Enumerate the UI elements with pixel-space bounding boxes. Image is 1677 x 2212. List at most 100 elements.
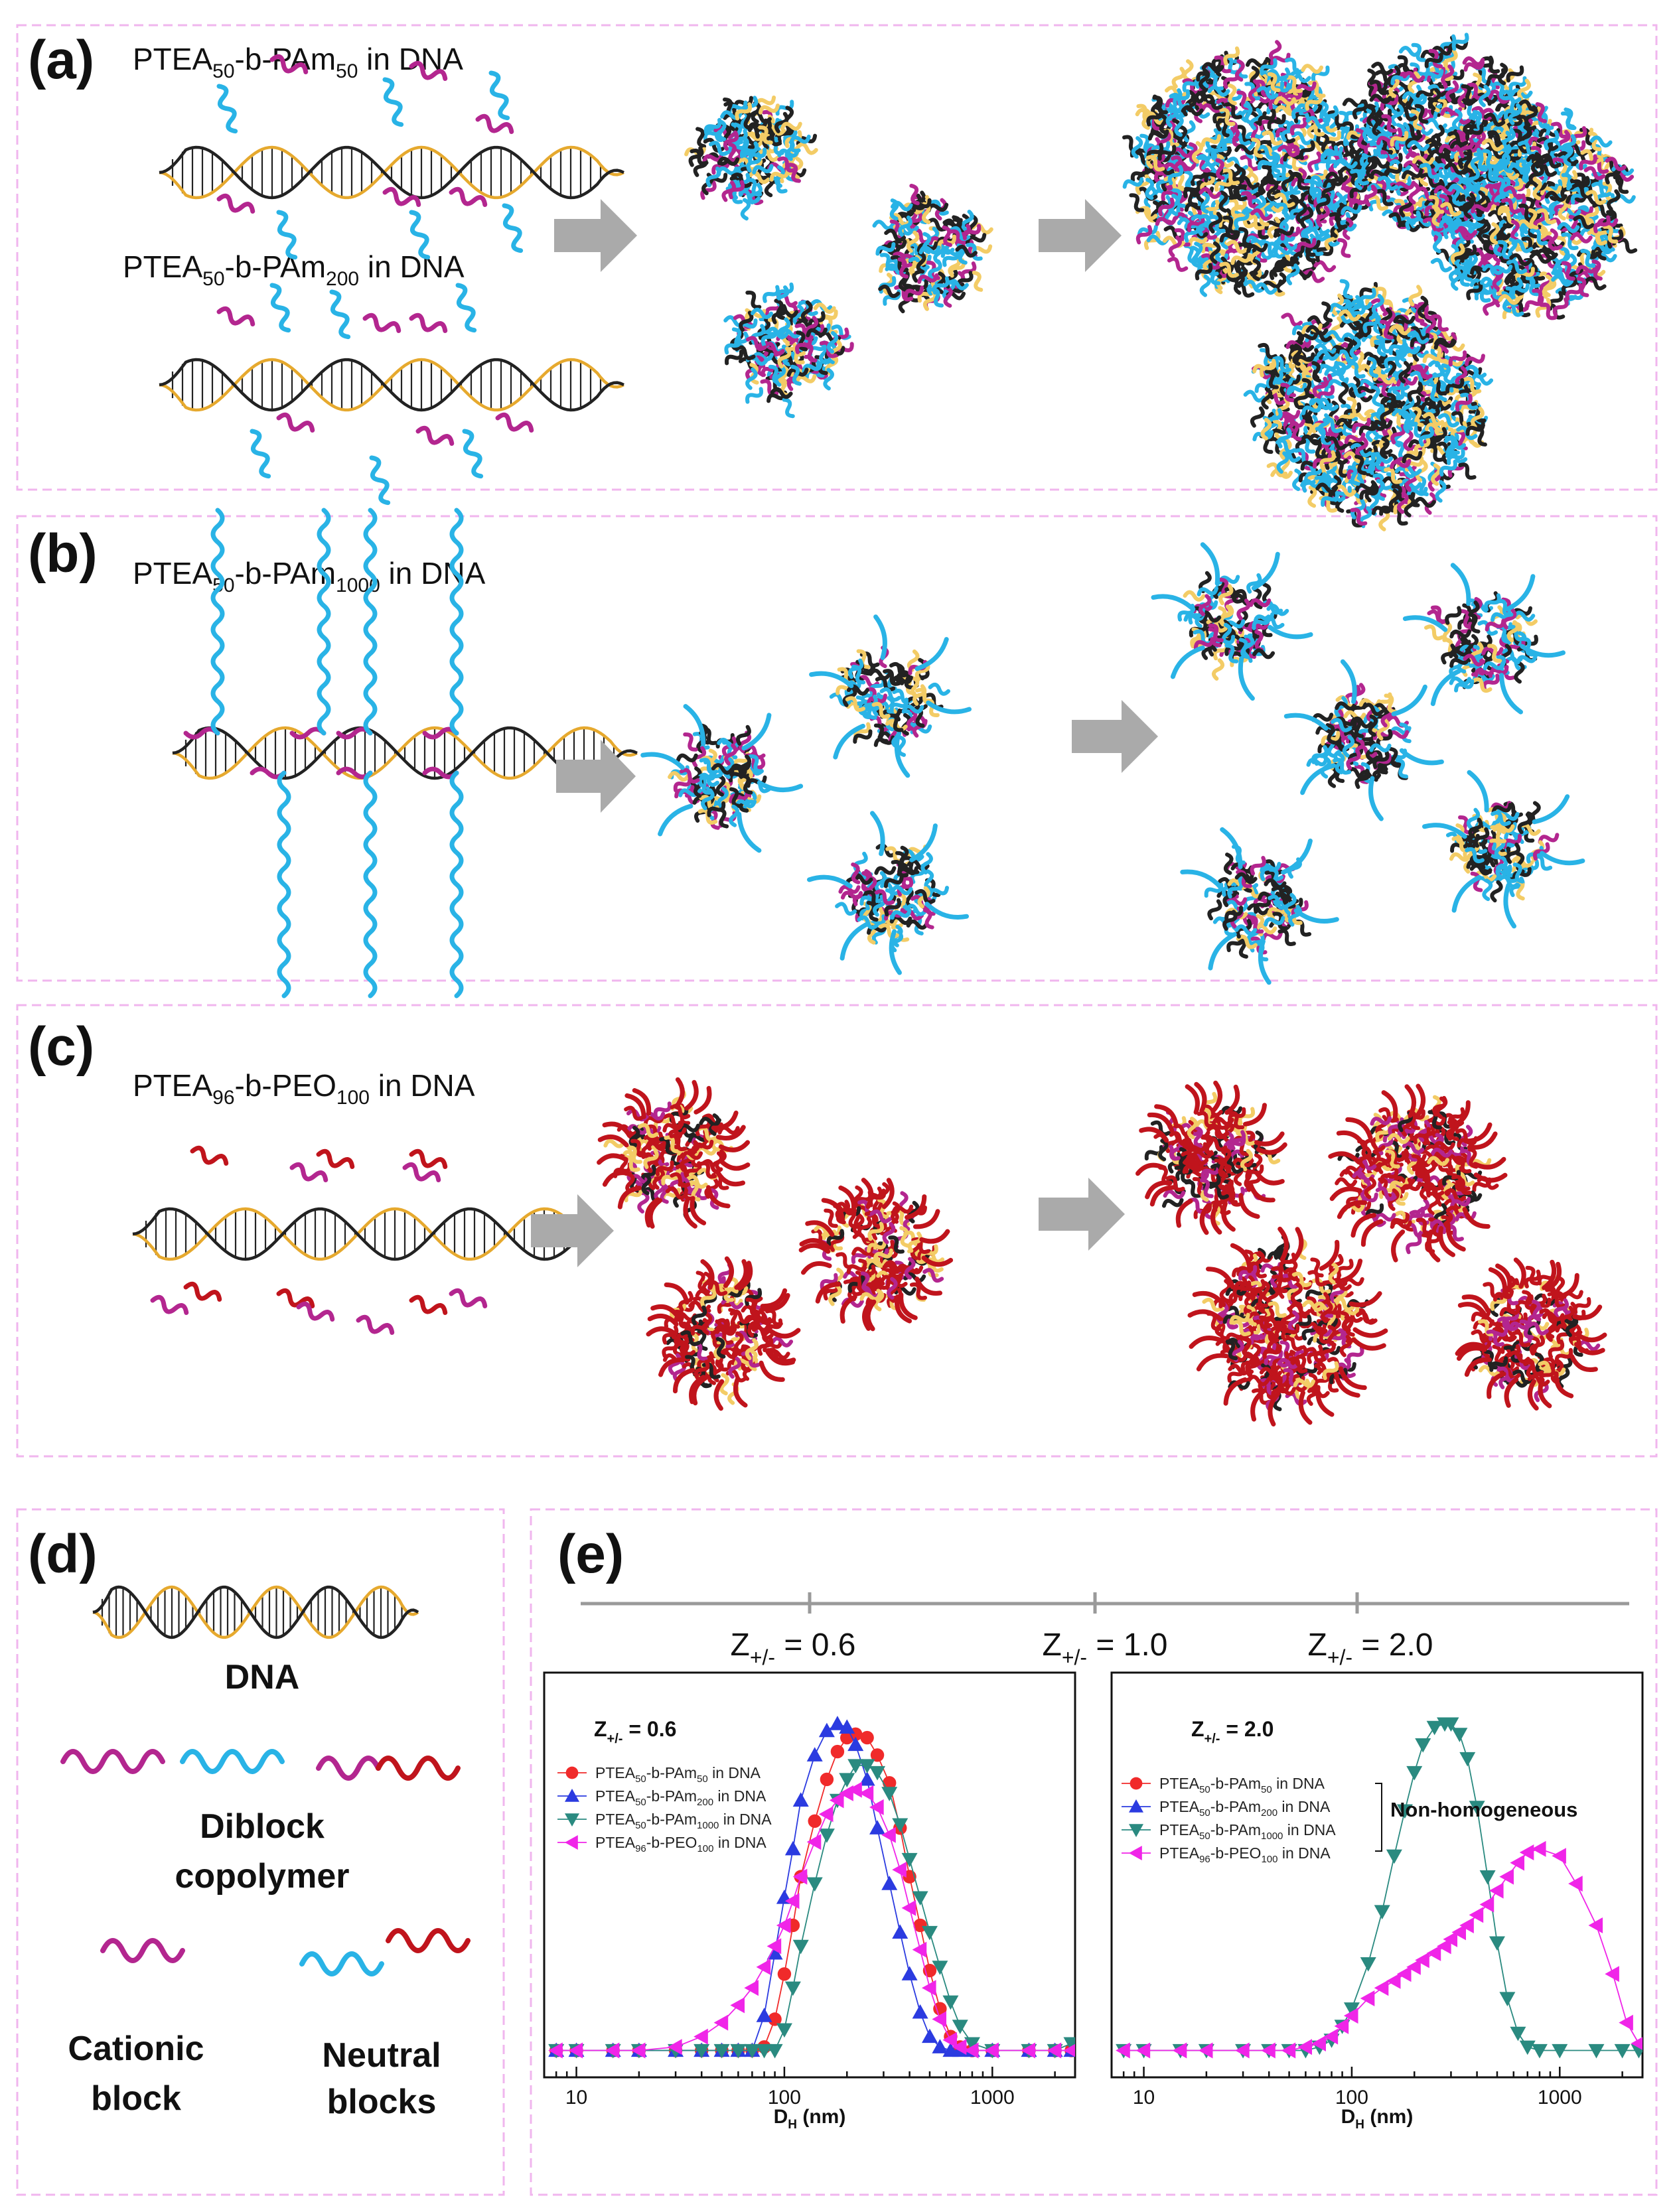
polymer-chain — [455, 283, 477, 333]
blob-segment — [1307, 485, 1317, 508]
blob-segment — [1200, 191, 1210, 214]
blob-segment — [1576, 277, 1589, 297]
polymer-chain — [216, 193, 255, 214]
blob-segment — [1463, 60, 1485, 72]
blob-segment — [796, 142, 818, 155]
blob-segment — [1248, 79, 1260, 102]
blob-segment — [758, 104, 780, 115]
blob-segment — [1224, 102, 1242, 119]
diblock-label-line-2: copolymer — [175, 1857, 350, 1896]
blob-segment — [879, 253, 897, 271]
blob-segment — [1483, 294, 1497, 316]
blob-segment — [1443, 356, 1464, 370]
blob-segment — [1262, 165, 1276, 185]
blob-segment — [1201, 103, 1223, 113]
polymer-chain — [449, 1288, 488, 1308]
blob-segment — [1481, 243, 1494, 267]
corona-chain — [1199, 1203, 1210, 1235]
blob-segment — [1410, 303, 1425, 323]
blob-segment — [1281, 312, 1303, 327]
corona-chain — [839, 922, 869, 961]
pam-chain — [449, 770, 464, 999]
blob-segment — [1139, 133, 1153, 154]
corona-chain — [1450, 563, 1471, 606]
blob-segment — [1354, 481, 1376, 493]
blob-segment — [1495, 177, 1510, 197]
panel-b-label-1: PTEA50-b-PAm1000 in DNA — [133, 556, 486, 596]
blob-segment — [1297, 405, 1313, 424]
blob-segment — [1443, 48, 1458, 70]
data-point — [921, 2028, 938, 2043]
data-point — [830, 1744, 845, 1759]
blob-segment — [1591, 259, 1603, 281]
blob-segment — [1234, 208, 1250, 230]
data-point — [892, 1924, 909, 1939]
pam-chain — [277, 770, 291, 999]
blob-segment — [1402, 91, 1425, 102]
polymer-chain — [488, 70, 510, 121]
corona-chain — [1391, 1229, 1406, 1263]
blob-segment — [1174, 114, 1184, 137]
blob-segment — [1544, 190, 1568, 202]
blob-segment — [735, 102, 753, 121]
blob-segment — [1250, 208, 1273, 221]
blob-segment — [769, 168, 790, 182]
blob-segment — [1444, 162, 1467, 175]
blob-segment — [782, 397, 795, 419]
blob-segment — [1584, 276, 1607, 291]
polymer-chain — [269, 283, 291, 333]
blob-segment — [751, 307, 773, 319]
blob-segment — [1250, 406, 1265, 428]
blob-segment — [1422, 412, 1445, 427]
blob-segment — [1131, 136, 1143, 159]
timeline-label-0-6: Z+/- = 0.6 — [731, 1627, 856, 1669]
corona-chain — [658, 803, 693, 837]
blob-segment — [1561, 232, 1579, 250]
blob-segment — [1266, 370, 1283, 389]
polyplex-particle — [1180, 827, 1339, 985]
corona-chain — [597, 1153, 628, 1165]
blob-segment — [1188, 234, 1208, 247]
polymer-chain — [289, 1162, 328, 1182]
blob-segment — [1593, 215, 1611, 234]
blob-segment — [1315, 245, 1334, 263]
blob-segment — [1420, 400, 1442, 411]
polymer-chain — [382, 77, 404, 127]
blob-segment — [1195, 263, 1213, 281]
blob-segment — [1137, 224, 1158, 238]
blob-segment — [1327, 110, 1347, 128]
blob-segment — [780, 121, 802, 131]
dna-legend-label: DNA — [225, 1658, 300, 1696]
panel-frames — [16, 24, 1658, 2196]
blob-segment — [1438, 142, 1460, 153]
blob-segment — [1395, 758, 1408, 779]
blob-segment — [1276, 451, 1289, 474]
blob-segment — [1221, 168, 1240, 186]
blob-segment — [1143, 230, 1161, 250]
x-tick-label: 1000 — [970, 2087, 1015, 2108]
blob-segment — [745, 387, 764, 404]
data-point — [808, 1814, 822, 1829]
blob-segment — [1226, 240, 1248, 254]
blob-segment — [1497, 201, 1517, 216]
blob-segment — [1439, 459, 1457, 477]
blob-segment — [1367, 354, 1390, 369]
blob-segment — [1412, 155, 1435, 166]
data-point — [881, 1876, 898, 1890]
corona-chain — [1540, 851, 1585, 866]
blob-segment — [1532, 241, 1555, 252]
corona-chain — [1569, 1353, 1598, 1372]
blob-segment — [1423, 69, 1444, 82]
panel-a-label-2: PTEA50-b-PAm200 in DNA — [123, 249, 465, 290]
blob-segment — [1388, 324, 1412, 336]
blob-segment — [1350, 169, 1370, 186]
blob-segment — [1585, 190, 1607, 205]
corona-chain — [1399, 748, 1444, 766]
data-point — [912, 2004, 928, 2019]
corona-chain — [1415, 1083, 1426, 1118]
blob-segment — [946, 279, 969, 291]
series-line — [556, 1765, 1072, 2051]
blob-segment — [1565, 283, 1583, 301]
blob-segment — [884, 228, 907, 243]
blob-segment — [1408, 71, 1421, 94]
